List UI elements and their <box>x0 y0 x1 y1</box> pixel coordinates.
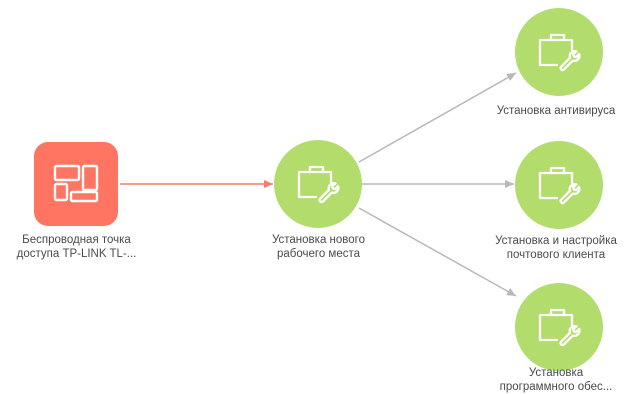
node-label-software: Установка программного обес... <box>499 367 613 393</box>
device-layout-icon <box>53 164 99 204</box>
node-label-new-workplace: Установка нового рабочего места <box>271 234 365 260</box>
node-software[interactable] <box>515 283 603 371</box>
node-label-access-point: Беспроводная точка доступа TP-LINK TL-..… <box>16 234 137 260</box>
toolbox-wrench-icon <box>537 307 581 347</box>
node-access-point[interactable] <box>34 142 118 226</box>
edge-new-workplace-to-software <box>358 207 517 297</box>
node-label-mail-client: Установка и настройка почтового клиента <box>495 235 617 261</box>
edge-new-workplace-to-antivirus <box>358 72 517 163</box>
toolbox-wrench-icon <box>537 32 581 72</box>
node-mail-client[interactable] <box>515 141 603 229</box>
node-label-antivirus: Установка антивируса <box>496 105 616 117</box>
toolbox-wrench-icon <box>296 164 340 204</box>
node-new-workplace[interactable] <box>274 140 362 228</box>
toolbox-wrench-icon <box>537 165 581 205</box>
node-antivirus[interactable] <box>515 8 603 96</box>
